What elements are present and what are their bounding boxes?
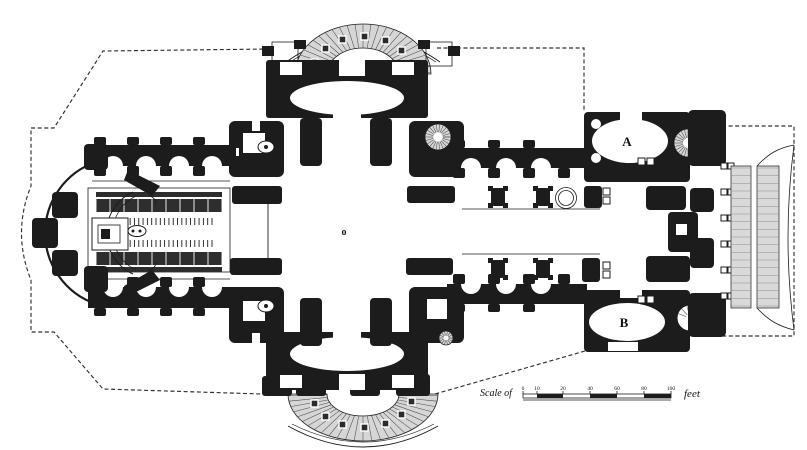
- scale-tick: 80: [641, 386, 647, 392]
- churchyard-boundary: [20, 47, 795, 397]
- chapel-a: A: [584, 112, 703, 182]
- chapel-b-vestibule: [589, 303, 665, 341]
- chapel-a-vestibule: [592, 119, 668, 163]
- floor-ring-monument: [555, 187, 577, 209]
- scale-bar: Scale of 0 10 20 40 60 80 100 feet: [480, 386, 701, 401]
- choir-floor-marker: [127, 225, 147, 237]
- nave-piers: [488, 186, 698, 282]
- scale-tick: 100: [667, 386, 676, 392]
- scale-tick: 40: [587, 386, 593, 392]
- north-transept-hall: [290, 81, 404, 115]
- scale-prefix: Scale of: [480, 388, 513, 399]
- chapel-a-label: A: [622, 134, 632, 149]
- chapel-b: B: [584, 290, 704, 352]
- scale-tick: 20: [560, 386, 566, 392]
- apse: [32, 144, 160, 306]
- scale-tick: 10: [534, 386, 540, 392]
- north-transept: [266, 60, 428, 170]
- west-front: [688, 110, 795, 337]
- dome-label: o: [342, 227, 347, 238]
- chapel-b-label: B: [620, 315, 629, 330]
- nave-walls: [447, 140, 600, 312]
- scale-unit: feet: [684, 388, 701, 400]
- scale-tick: 0: [522, 386, 525, 392]
- scale-tick: 60: [614, 386, 620, 392]
- south-transept: [266, 280, 428, 390]
